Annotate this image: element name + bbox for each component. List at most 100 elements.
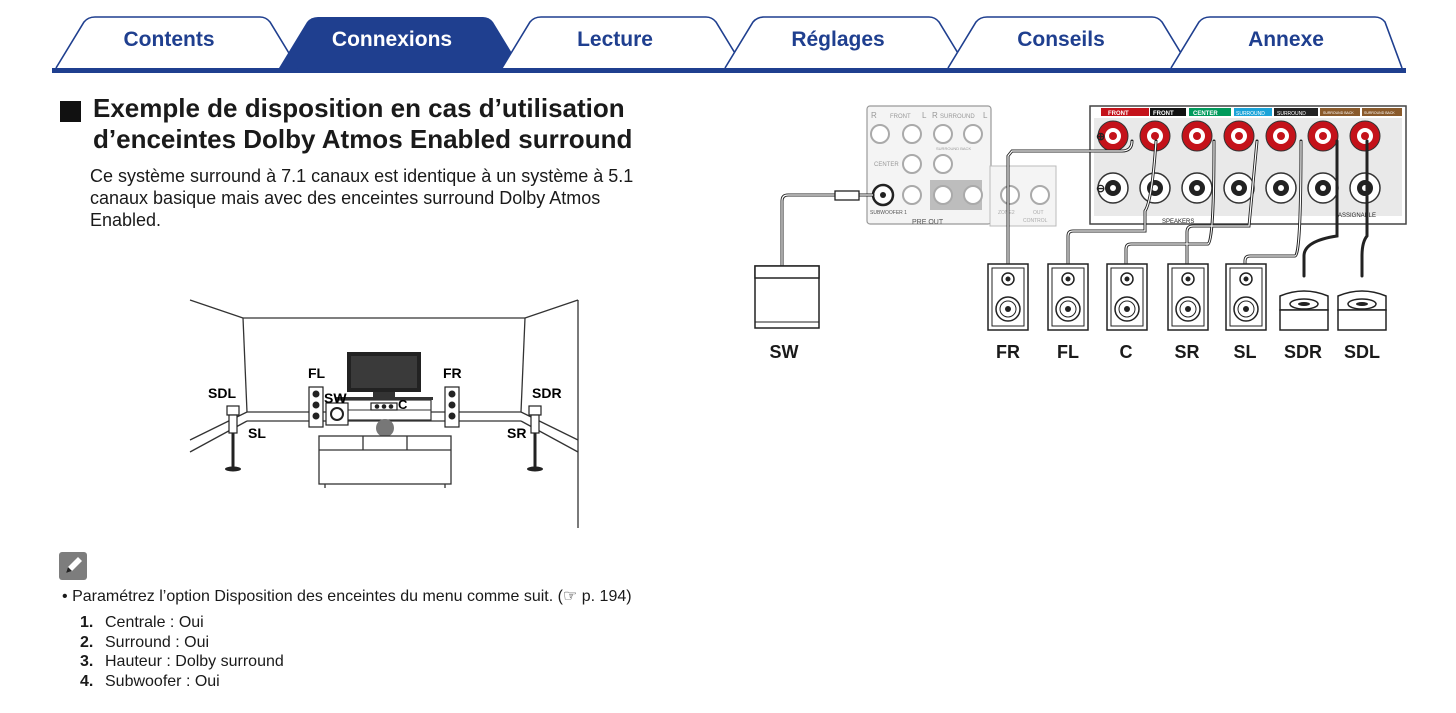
tab-annexe[interactable]: Annexe bbox=[1248, 28, 1324, 51]
room-label-fl: FL bbox=[308, 365, 326, 381]
c-speaker-icon bbox=[1106, 263, 1148, 331]
list-item: 3. Hauteur : Dolby surround bbox=[80, 652, 284, 672]
title-line-2: d’enceintes Dolby Atmos Enabled surround bbox=[93, 124, 633, 154]
terminal-label-assign2: SURROUND BACK bbox=[1364, 111, 1395, 115]
tab-bar-shapes bbox=[52, 16, 1406, 73]
terminal-label-surround: SURROUND bbox=[1236, 111, 1265, 117]
preout-label-front: FRONT bbox=[890, 114, 911, 120]
list-item: 4. Subwoofer : Oui bbox=[80, 672, 284, 692]
wiring-label-fr: FR bbox=[996, 342, 1020, 362]
wiring-label-c: C bbox=[1120, 342, 1133, 362]
note-ref-page[interactable]: p. 194) bbox=[581, 588, 632, 605]
item-text: Subwoofer : Oui bbox=[105, 673, 220, 691]
note-bullet: • Paramétrez l’option Disposition des en… bbox=[62, 587, 632, 607]
intro-paragraph: Ce système surround à 7.1 canaux est ide… bbox=[90, 165, 710, 231]
list-item: 1. Centrale : Oui bbox=[80, 613, 284, 633]
center-speaker-icon bbox=[370, 402, 398, 411]
sofa-icon bbox=[318, 435, 452, 488]
speaker-terminal-pair bbox=[1349, 120, 1381, 204]
tab-bar: Contents Connexions Lecture Réglages Con… bbox=[0, 0, 1456, 80]
title-line-1: Exemple de disposition en cas d’utilisat… bbox=[93, 93, 625, 123]
sr-speaker-icon bbox=[1167, 263, 1209, 331]
terminal-label-assignable: ASSIGNABLE bbox=[1338, 213, 1376, 219]
fr-speaker-icon bbox=[987, 263, 1029, 331]
preout-panel: R FRONT L R SURROUND L SURROUND BACK CEN… bbox=[866, 105, 1057, 227]
bullet-dot: • bbox=[62, 588, 68, 605]
item-number: 4. bbox=[80, 673, 94, 691]
list-item: 2. Surround : Oui bbox=[80, 633, 284, 653]
section-title: Exemple de disposition en cas d’utilisat… bbox=[93, 93, 773, 155]
note-ref-open: ( bbox=[557, 588, 563, 605]
item-text: Surround : Oui bbox=[105, 633, 210, 651]
intro-line-2: canaux basique mais avec des enceintes s… bbox=[90, 188, 601, 208]
preout-label-zone2: ZONE2 bbox=[998, 210, 1015, 216]
wiring-label-sdl: SDL bbox=[1344, 342, 1380, 362]
room-label-sw: SW bbox=[324, 390, 347, 406]
tab-reglages[interactable]: Réglages bbox=[791, 28, 885, 51]
speaker-terminal-pair bbox=[1139, 120, 1171, 204]
fl-speaker-icon bbox=[1047, 263, 1089, 331]
item-text: Centrale : Oui bbox=[105, 614, 204, 631]
room-label-sdr: SDR bbox=[532, 385, 562, 401]
preout-label-surround-back: SURROUND BACK bbox=[936, 146, 971, 151]
tab-connexions[interactable]: Connexions bbox=[331, 28, 453, 51]
room-label-sl: SL bbox=[248, 425, 266, 441]
room-label-sr: SR bbox=[507, 425, 526, 441]
sl-speaker-icon bbox=[1225, 263, 1267, 331]
item-number: 1. bbox=[80, 614, 94, 631]
room-label-c: C bbox=[398, 397, 408, 412]
wiring-label-sl: SL bbox=[1233, 342, 1256, 362]
preout-label-preout: PRE OUT bbox=[912, 219, 944, 226]
item-number: 2. bbox=[80, 633, 94, 651]
wiring-label-sw: SW bbox=[770, 342, 799, 362]
wiring-label-fl: FL bbox=[1057, 342, 1079, 362]
sdr-speaker-icon bbox=[1279, 290, 1329, 331]
wiring-diagram: R FRONT L R SURROUND L SURROUND BACK CEN… bbox=[754, 105, 1407, 362]
preout-label-r2: R bbox=[932, 111, 938, 120]
room-label-fr: FR bbox=[443, 365, 462, 381]
sdr-speaker-icon bbox=[527, 405, 543, 472]
tab-conseils[interactable]: Conseils bbox=[1017, 28, 1105, 51]
fr-speaker-icon bbox=[444, 386, 460, 428]
terminal-label-front-a: FRONT bbox=[1108, 111, 1129, 117]
terminal-label-surround2: SURROUND bbox=[1277, 111, 1306, 117]
terminal-label-front-b: FRONT bbox=[1153, 111, 1174, 117]
speaker-terminal-pair bbox=[1181, 120, 1213, 204]
room-layout-illustration: FL FR SW C SDL SDR SL SR bbox=[189, 299, 579, 528]
item-number: 3. bbox=[80, 653, 94, 671]
item-text: Hauteur : Dolby surround bbox=[105, 653, 284, 671]
speaker-terminal-pair bbox=[1307, 120, 1339, 204]
fl-speaker-icon bbox=[308, 386, 324, 428]
speaker-terminal-pair bbox=[1265, 120, 1297, 204]
preout-label-center: CENTER bbox=[874, 162, 899, 168]
subwoofer-icon bbox=[325, 402, 349, 426]
speaker-terminals-panel: FRONT FRONT CENTER SURROUND SURROUND SUR… bbox=[1089, 105, 1407, 225]
wiring-label-sdr: SDR bbox=[1284, 342, 1322, 362]
pencil-note-icon bbox=[59, 552, 87, 580]
page-ref-hand-icon: ☞ bbox=[562, 588, 578, 605]
wiring-subwoofer-icon bbox=[754, 265, 820, 329]
preout-label-l: L bbox=[922, 111, 927, 120]
settings-list: 1. Centrale : Oui 2. Surround : Oui 3. Haut… bbox=[80, 613, 284, 692]
intro-line-1: Ce système surround à 7.1 canaux est ide… bbox=[90, 166, 634, 186]
speaker-terminal-pair bbox=[1097, 120, 1129, 204]
sdl-speaker-icon bbox=[225, 405, 241, 472]
plus-sign: ⊕ bbox=[1096, 131, 1105, 143]
preout-label-out: OUT bbox=[1033, 210, 1044, 216]
minus-sign: ⊖ bbox=[1096, 183, 1105, 195]
preout-label-subwoofer: SUBWOOFER 1 bbox=[870, 210, 907, 216]
preout-label-r: R bbox=[871, 111, 877, 120]
terminal-label-center: CENTER bbox=[1193, 111, 1218, 117]
tab-lecture[interactable]: Lecture bbox=[577, 28, 653, 51]
note-text: Paramétrez l’option Disposition des ence… bbox=[72, 588, 554, 605]
preout-label-surround: SURROUND bbox=[940, 114, 975, 120]
room-label-sdl: SDL bbox=[208, 385, 236, 401]
terminal-label-speakers: SPEAKERS bbox=[1162, 219, 1194, 225]
preout-label-l2: L bbox=[983, 111, 988, 120]
heading-square-icon bbox=[60, 101, 81, 122]
sdl-speaker-icon bbox=[1337, 290, 1387, 331]
terminal-label-assign1: SURROUND BACK bbox=[1323, 111, 1354, 115]
intro-line-3: Enabled. bbox=[90, 210, 162, 230]
tab-contents[interactable]: Contents bbox=[123, 28, 215, 51]
preout-label-control: CONTROL bbox=[1023, 218, 1048, 224]
